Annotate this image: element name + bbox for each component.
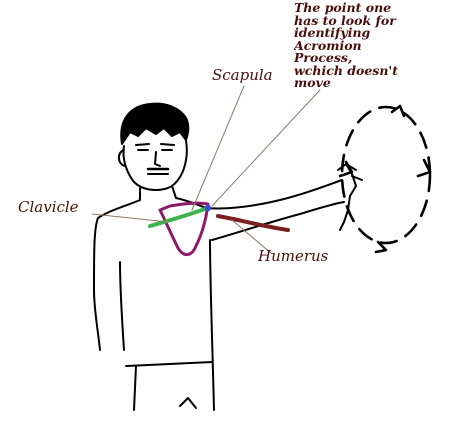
hair	[121, 104, 188, 144]
crotch-mark	[180, 398, 196, 408]
left-shoulder-line	[94, 200, 140, 350]
humerus-label: Humerus	[258, 249, 328, 264]
scapula-label: Scapula	[212, 68, 273, 83]
clavicle-label: Clavicle	[18, 200, 79, 215]
right-eyebrow	[161, 144, 174, 145]
inner-arm-line	[120, 262, 124, 350]
left-eyebrow	[136, 144, 149, 145]
arm-upper-edge	[206, 180, 342, 209]
right-body-side	[210, 240, 214, 410]
note-pointer	[212, 90, 320, 206]
scapula-pointer	[192, 86, 244, 210]
left-leg-line	[134, 366, 136, 410]
nose	[155, 152, 160, 166]
head	[119, 104, 188, 190]
acromion-note: The point one has to look for identifyin…	[294, 2, 454, 89]
torso	[94, 198, 214, 410]
waist-line	[126, 362, 212, 366]
note-line: move	[294, 77, 454, 89]
clavicle-pointer	[92, 214, 168, 222]
acromion-point	[205, 205, 211, 211]
